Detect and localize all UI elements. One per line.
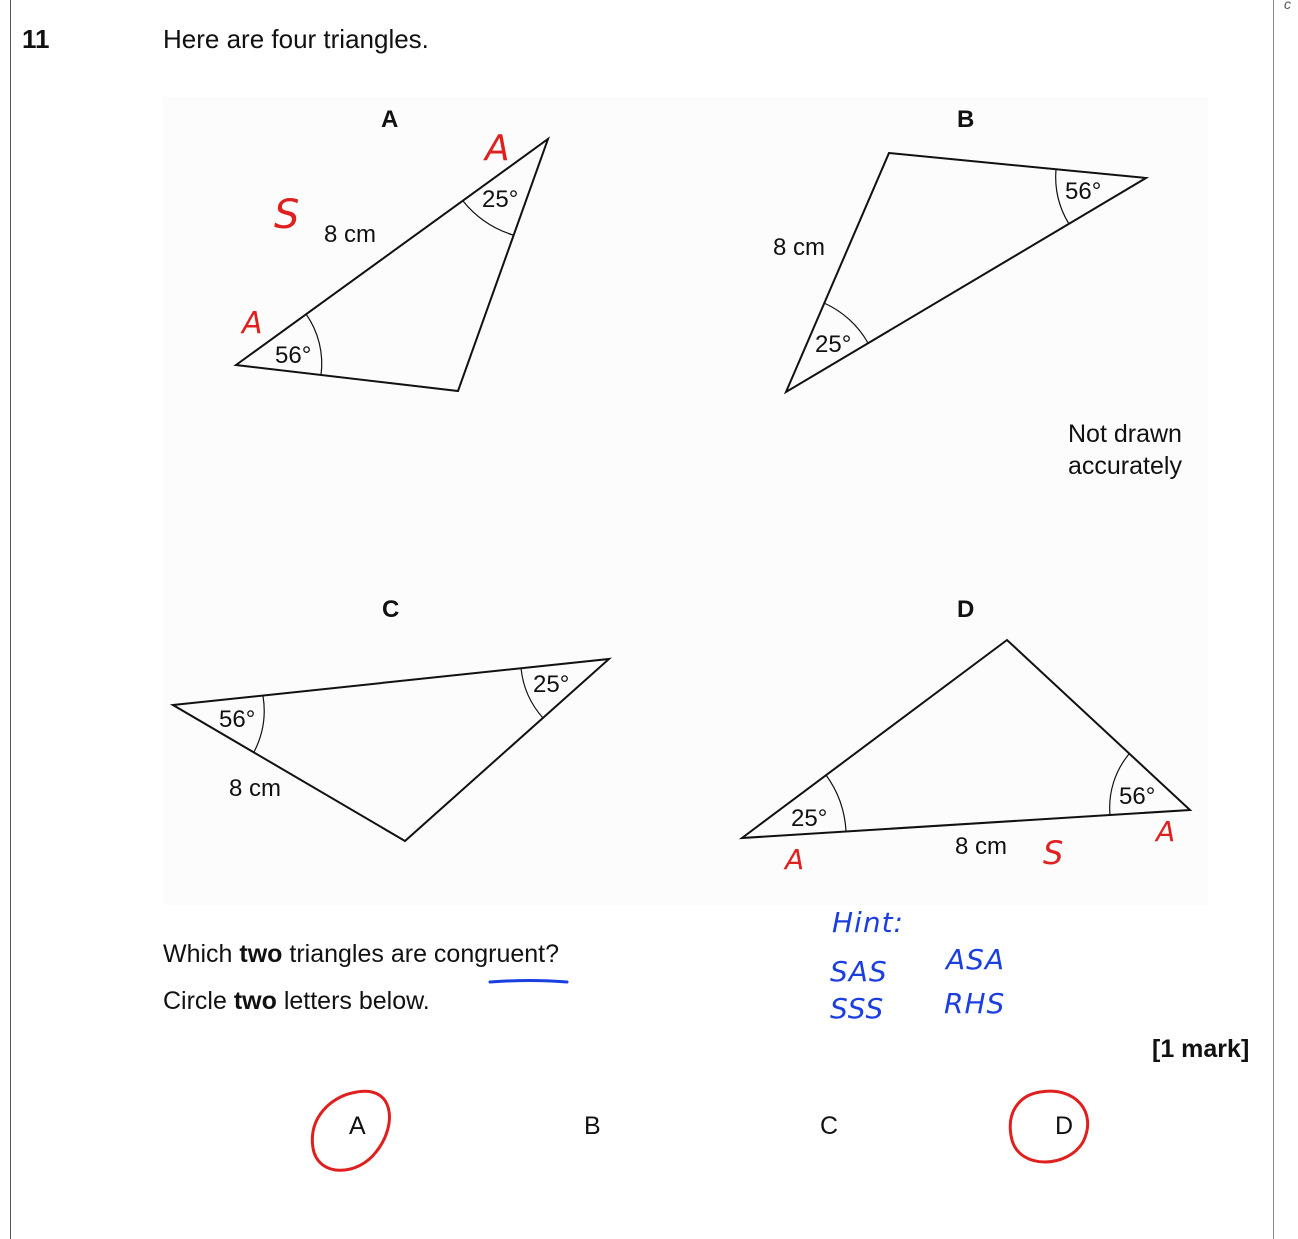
triangle-b	[783, 151, 1150, 395]
hint-sss: SSS	[830, 992, 885, 1025]
corner-mark: c	[1284, 0, 1291, 12]
red-annotation-d-a-left: A	[785, 843, 805, 876]
triangle-a-label: A	[381, 106, 399, 133]
hint-asa: ASA	[946, 943, 1006, 976]
instruction-part-1: Circle	[163, 987, 234, 1015]
triangle-b-angle-25-arc	[823, 302, 869, 344]
prompt-part-3: triangles are congruent?	[282, 940, 560, 968]
triangle-d-side: 8 cm	[955, 833, 1008, 860]
triangle-c-angle-25-arc	[520, 667, 544, 719]
prompt-emphasis: two	[239, 940, 283, 968]
triangle-d	[738, 638, 1193, 840]
triangle-b-angle-56-arc	[1055, 168, 1070, 225]
triangle-c-angle-56: 56°	[219, 706, 256, 733]
note-line-1: Not drawn	[1068, 420, 1182, 448]
red-annotation-s-left: S	[274, 192, 300, 238]
choice-d[interactable]: D	[1055, 1112, 1074, 1140]
triangle-d-angle-56: 56°	[1119, 783, 1156, 810]
triangle-d-angle-25: 25°	[791, 805, 828, 832]
choice-a[interactable]: A	[349, 1112, 366, 1140]
red-annotation-a-left: A	[242, 306, 263, 341]
page-left-border	[10, 0, 11, 1239]
hint-sas: SAS	[830, 955, 888, 988]
triangle-a-angle-56-arc	[305, 313, 323, 376]
triangle-a-angle-56: 56°	[275, 342, 312, 369]
instruction-part-3: letters below.	[276, 987, 430, 1015]
hint-title: Hint:	[832, 906, 904, 939]
triangle-b-angle-56: 56°	[1065, 178, 1102, 205]
prompt-part-1: Which	[163, 940, 240, 968]
triangle-c-angle-25: 25°	[533, 671, 570, 698]
red-annotation-a-top: A	[485, 128, 510, 169]
question-intro: Here are four triangles.	[163, 24, 429, 54]
triangle-a	[233, 136, 551, 393]
red-annotation-d-s: S	[1043, 834, 1064, 872]
hint-rhs: RHS	[944, 987, 1006, 1020]
not-drawn-accurately-note: Not drawn accurately	[1068, 418, 1182, 482]
triangle-a-angle-25: 25°	[482, 186, 519, 213]
question-instruction: Circle two letters below.	[163, 987, 430, 1016]
answer-circle-a	[310, 1089, 391, 1172]
triangle-c-label: C	[382, 596, 400, 623]
congruent-underline	[488, 979, 569, 984]
figure-panel	[163, 97, 1208, 905]
triangle-b-label: B	[957, 106, 975, 133]
red-annotation-d-a-right: A	[1156, 815, 1176, 848]
choice-b[interactable]: B	[584, 1112, 601, 1140]
instruction-emphasis: two	[233, 987, 277, 1015]
marks-label: [1 mark]	[1152, 1035, 1250, 1063]
note-line-2: accurately	[1068, 452, 1182, 480]
triangle-c-angle-56-arc	[253, 695, 265, 753]
triangle-c-side: 8 cm	[229, 775, 282, 802]
choice-c[interactable]: C	[820, 1112, 839, 1140]
page-right-border	[1273, 0, 1274, 1239]
answer-circle-d	[1008, 1089, 1090, 1164]
triangle-c	[169, 657, 612, 843]
triangle-a-angle-25-arc	[462, 200, 514, 236]
triangle-d-label: D	[957, 596, 975, 623]
triangle-a-side: 8 cm	[324, 221, 377, 248]
triangle-b-angle-25: 25°	[815, 331, 852, 358]
triangle-d-angle-56-arc	[1109, 753, 1130, 816]
question-prompt: Which two triangles are congruent?	[163, 940, 559, 969]
triangle-b-side: 8 cm	[773, 234, 826, 261]
triangle-d-angle-25-arc	[825, 774, 847, 832]
question-number: 11	[22, 24, 50, 54]
